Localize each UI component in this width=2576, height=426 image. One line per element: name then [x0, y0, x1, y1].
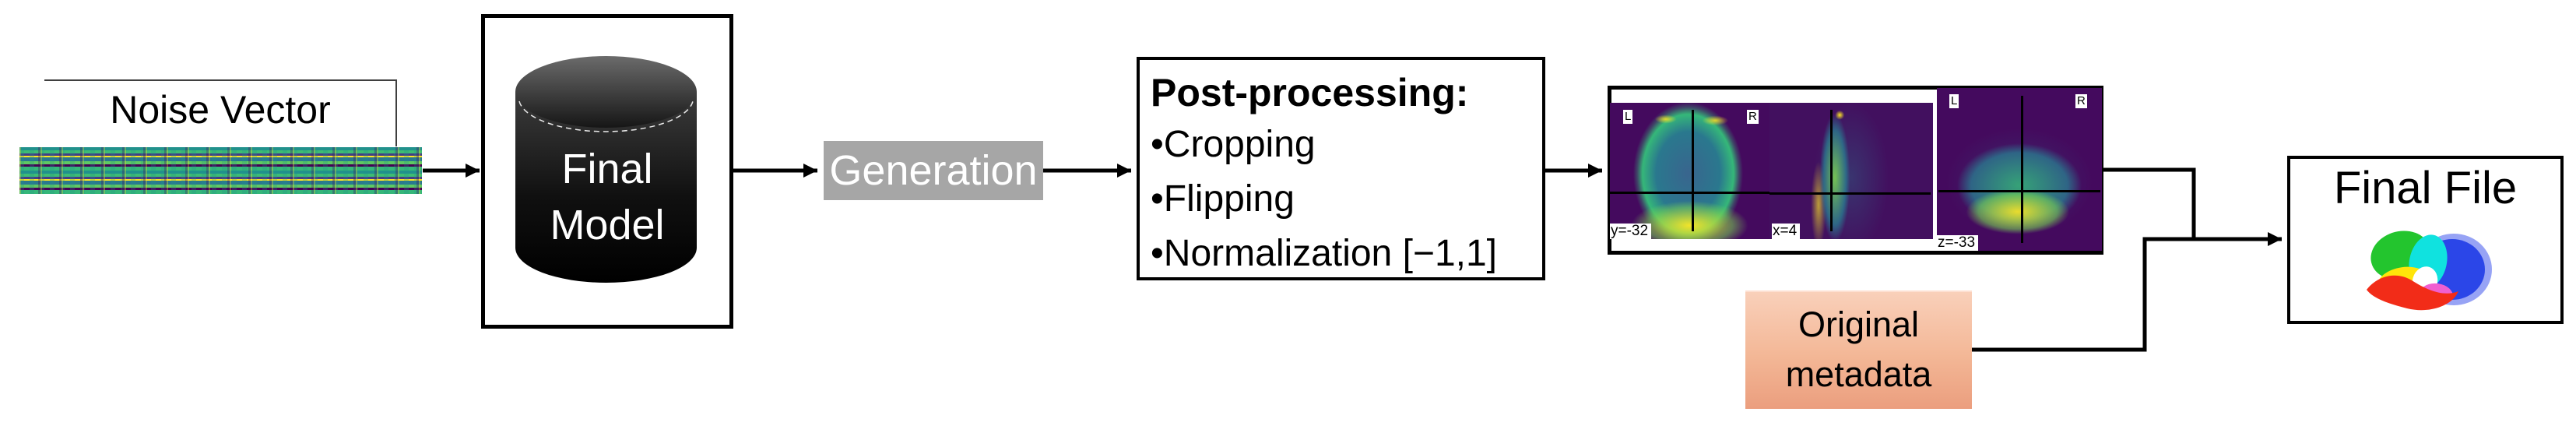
post-processing-item-cropping: •Cropping [1151, 124, 1316, 165]
orientation-label-left: L [1623, 110, 1633, 124]
crosshair-horizontal [1938, 190, 2100, 192]
mri-montage: L R y=-32 x=4 L R z=-33 [1608, 86, 2103, 255]
orientation-label-left: L [1949, 94, 1959, 108]
post-processing-box: Post-processing: •Cropping •Flipping •No… [1137, 57, 1545, 280]
post-processing-item-flipping: •Flipping [1151, 178, 1295, 220]
brain-logo-icon [2367, 231, 2492, 311]
post-processing-item-normalization: •Normalization [−1,1] [1151, 233, 1498, 274]
slice-coordinate-y: y=-32 [1610, 224, 1652, 239]
orientation-label-right: R [1747, 110, 1759, 124]
crosshair-vertical [2021, 96, 2023, 243]
final-model-label-line1: Final [561, 146, 653, 192]
final-file-title: Final File [2333, 163, 2518, 213]
crosshair-vertical [1830, 110, 1833, 231]
crosshair-horizontal [1610, 192, 1769, 194]
mri-sagittal-panel: x=4 [1769, 103, 1933, 239]
crosshair-horizontal [1769, 192, 1931, 195]
final-model-label: Final Model [485, 141, 729, 253]
elbow-mri-to-finalfile [2103, 167, 2196, 239]
crosshair-vertical [1692, 110, 1694, 231]
noise-vector-label: Noise Vector [110, 88, 331, 132]
database-cylinder-icon [515, 56, 697, 283]
metadata-label-line2: metadata [1785, 354, 1932, 394]
final-model-label-line2: Model [550, 202, 665, 248]
final-file-box: Final File [2287, 156, 2564, 324]
slice-coordinate-z: z=-33 [1937, 235, 1979, 251]
elbow-metadata-to-finalfile [1972, 232, 2282, 352]
post-processing-title: Post-processing: [1151, 71, 1469, 114]
mri-coronal-panel: L R y=-32 [1610, 103, 1769, 239]
metadata-label-line1: Original [1798, 305, 1920, 344]
generation-step: Generation [824, 141, 1043, 200]
slice-coordinate-x: x=4 [1772, 224, 1801, 239]
orientation-label-right: R [2075, 94, 2087, 108]
original-metadata-box: Original metadata [1745, 290, 1972, 409]
noise-vector-strip [19, 147, 422, 194]
noise-label-callout-line [44, 79, 397, 146]
mri-axial-panel: L R z=-33 [1937, 88, 2102, 251]
final-model-box: Final Model [481, 14, 733, 329]
